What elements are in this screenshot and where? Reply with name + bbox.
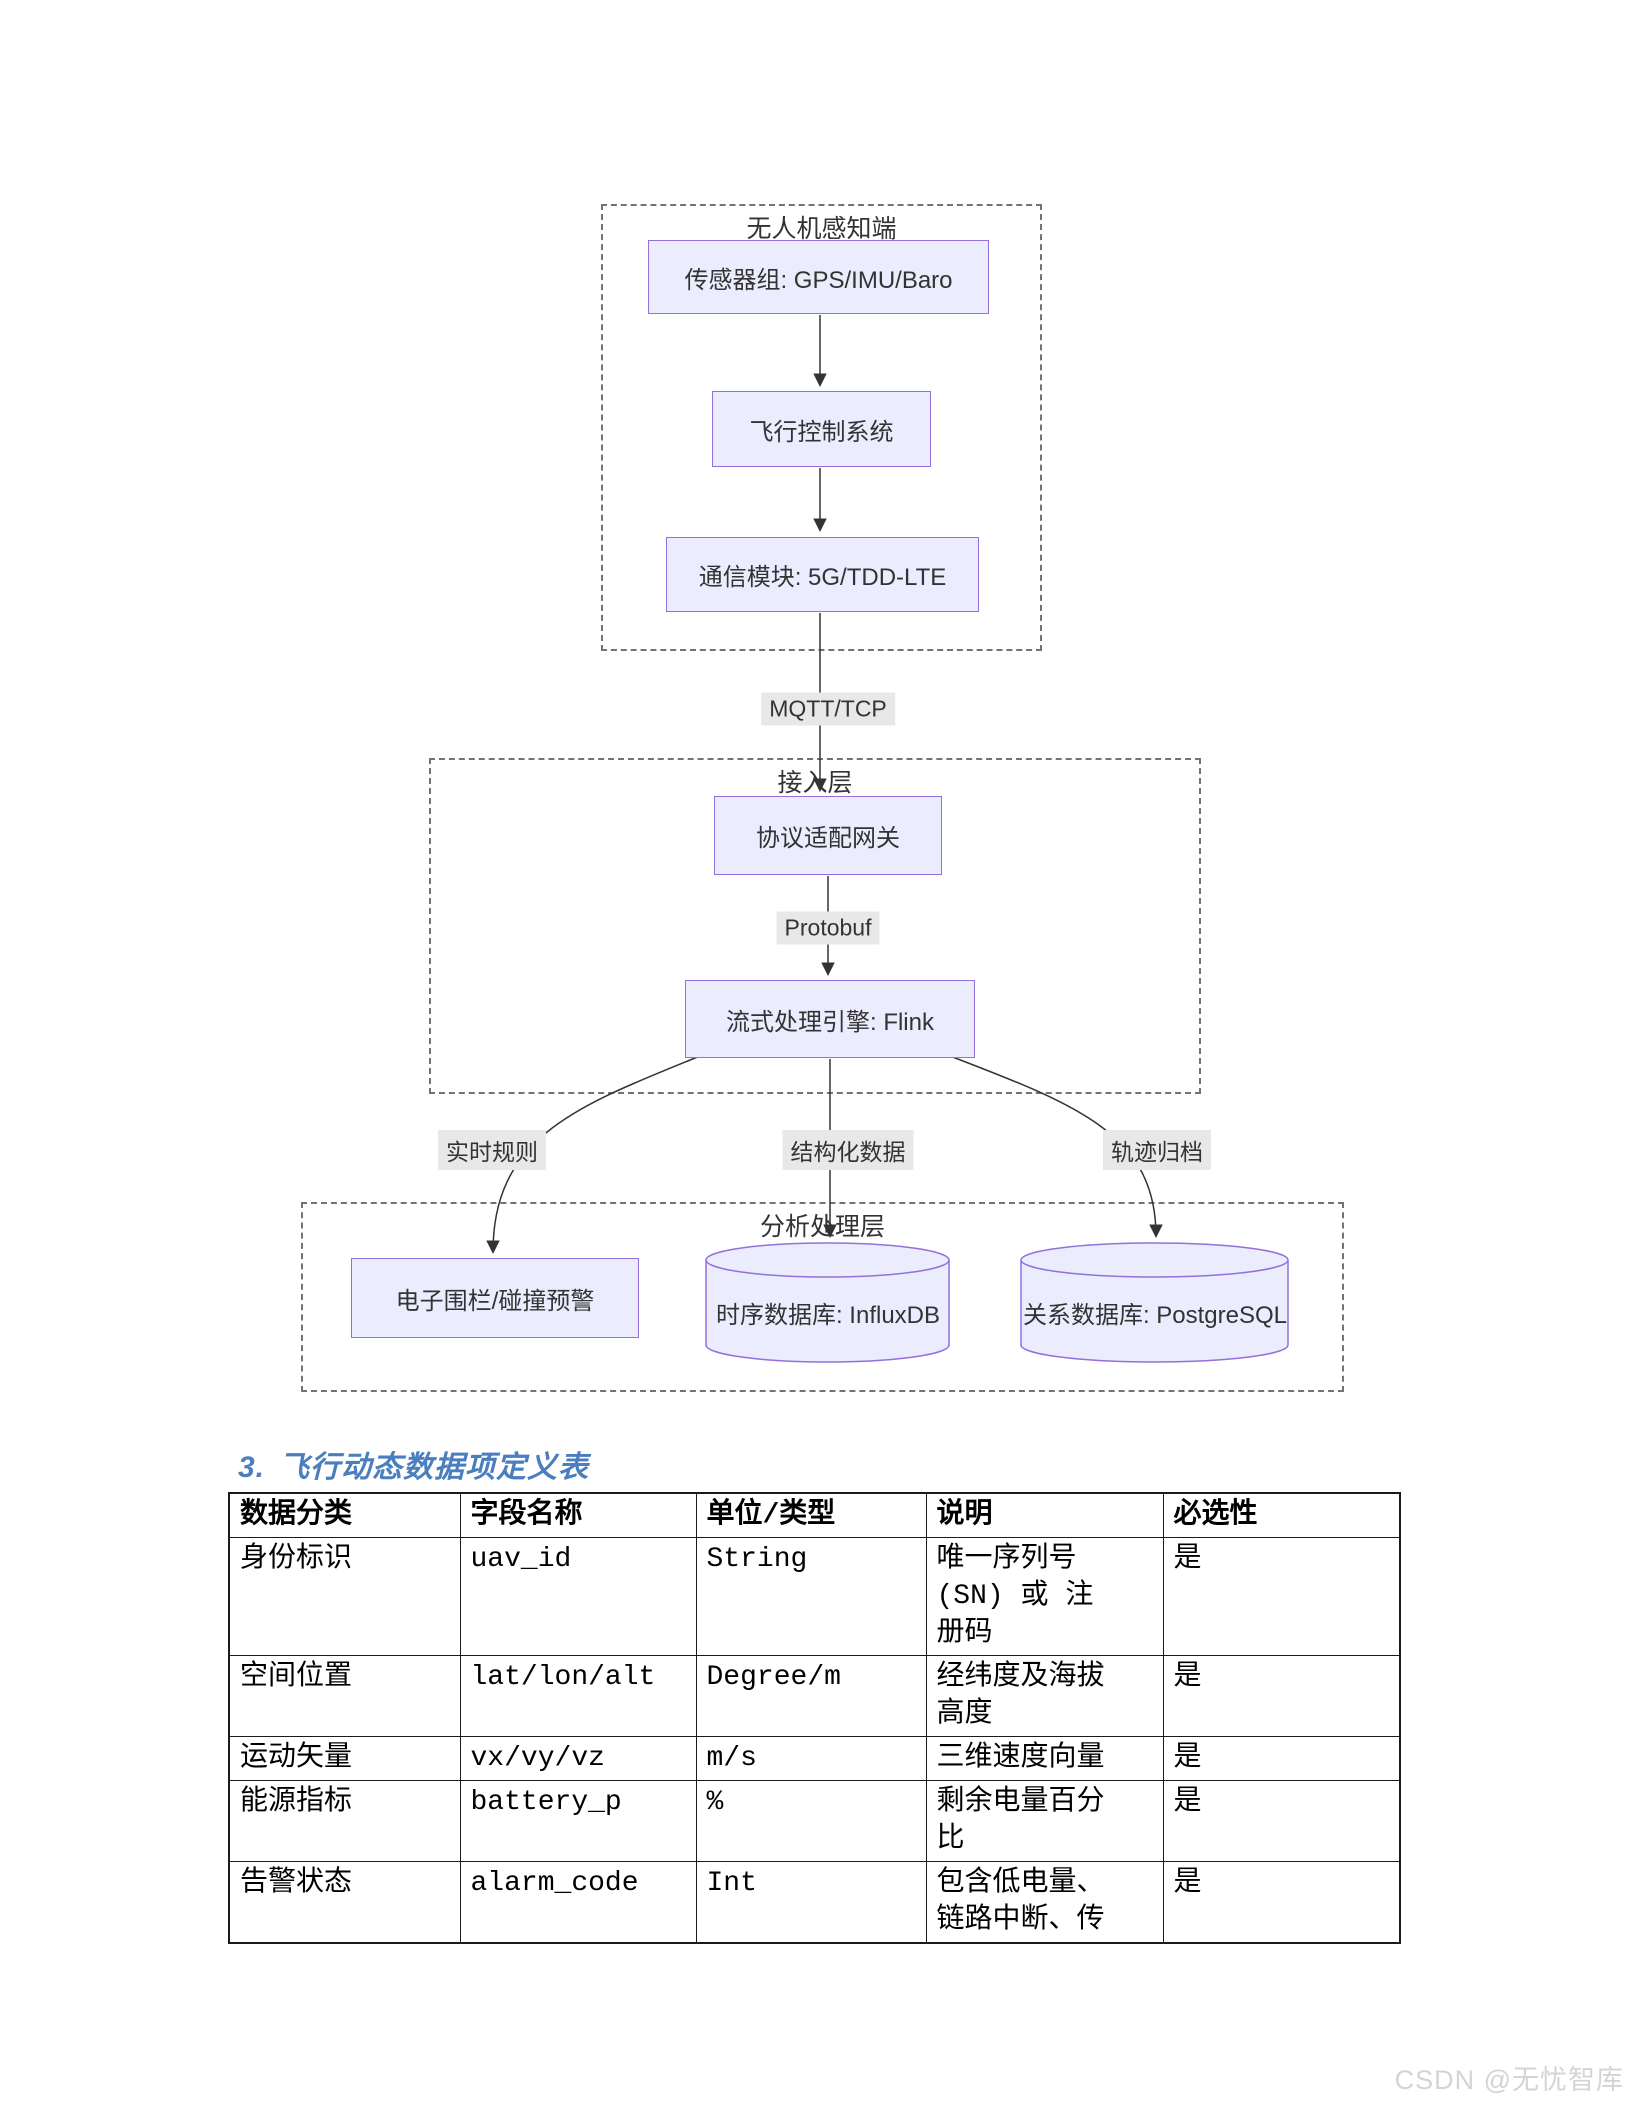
cell-description: 剩余电量百分比 bbox=[925, 1780, 1164, 1862]
cell-field: alarm_code bbox=[459, 1861, 697, 1944]
col-header-unit-type: 单位/类型 bbox=[695, 1492, 927, 1538]
node-postgresql-label: 关系数据库: PostgreSQL bbox=[1022, 1301, 1288, 1329]
cell-unit-type: Int bbox=[695, 1861, 927, 1944]
cell-required: 是 bbox=[1162, 1861, 1401, 1944]
cell-description: 唯一序列号 (SN) 或 注册码 bbox=[925, 1537, 1164, 1656]
cell-field: vx/vy/vz bbox=[459, 1736, 697, 1781]
cell-unit-type: % bbox=[695, 1780, 927, 1862]
col-header-required: 必选性 bbox=[1162, 1492, 1401, 1538]
edge-label-realtime-rules: 实时规则 bbox=[438, 1130, 546, 1170]
cell-field: battery_p bbox=[459, 1780, 697, 1862]
cell-category: 告警状态 bbox=[228, 1861, 461, 1944]
cell-category: 身份标识 bbox=[228, 1537, 461, 1656]
node-comm-module: 通信模块: 5G/TDD-LTE bbox=[666, 537, 979, 612]
cell-category: 空间位置 bbox=[228, 1655, 461, 1737]
cell-required: 是 bbox=[1162, 1655, 1401, 1737]
csdn-watermark: CSDN @无忧智库 bbox=[1394, 2065, 1624, 2095]
table-row: 身份标识 uav_id String 唯一序列号 (SN) 或 注册码 是 bbox=[228, 1537, 1401, 1656]
table-row: 告警状态 alarm_code Int 包含低电量、链路中断、传 是 bbox=[228, 1861, 1401, 1944]
cell-required: 是 bbox=[1162, 1537, 1401, 1656]
node-influxdb-label: 时序数据库: InfluxDB bbox=[715, 1301, 941, 1329]
flight-data-definition-table: 数据分类 字段名称 单位/类型 说明 必选性 身份标识 uav_id Strin… bbox=[228, 1492, 1401, 1944]
cell-description: 包含低电量、链路中断、传 bbox=[925, 1861, 1164, 1944]
node-gateway: 协议适配网关 bbox=[714, 796, 942, 875]
table-row: 运动矢量 vx/vy/vz m/s 三维速度向量 是 bbox=[228, 1736, 1401, 1781]
cluster-access-layer: 接入层 bbox=[429, 758, 1201, 1094]
edge-label-track-archive: 轨迹归档 bbox=[1103, 1130, 1211, 1170]
col-header-category: 数据分类 bbox=[228, 1492, 461, 1538]
edge-label-mqtt-tcp: MQTT/TCP bbox=[761, 692, 895, 726]
cluster-uav-sensing: 无人机感知端 bbox=[601, 204, 1042, 651]
cell-unit-type: String bbox=[695, 1537, 927, 1656]
edge-label-protobuf: Protobuf bbox=[776, 911, 880, 945]
table-row: 能源指标 battery_p % 剩余电量百分比 是 bbox=[228, 1780, 1401, 1862]
node-flight-control: 飞行控制系统 bbox=[712, 391, 931, 467]
cell-required: 是 bbox=[1162, 1780, 1401, 1862]
cell-category: 运动矢量 bbox=[228, 1736, 461, 1781]
edge-label-structured-data: 结构化数据 bbox=[782, 1130, 914, 1170]
node-sensor-group: 传感器组: GPS/IMU/Baro bbox=[648, 240, 989, 314]
table-header-row: 数据分类 字段名称 单位/类型 说明 必选性 bbox=[228, 1492, 1401, 1538]
table-row: 空间位置 lat/lon/alt Degree/m 经纬度及海拔高度 是 bbox=[228, 1655, 1401, 1737]
node-geofence: 电子围栏/碰撞预警 bbox=[351, 1258, 639, 1338]
section-heading-number: 3. bbox=[238, 1451, 266, 1484]
col-header-description: 说明 bbox=[925, 1492, 1164, 1538]
col-header-field: 字段名称 bbox=[459, 1492, 697, 1538]
cluster-access-layer-title: 接入层 bbox=[777, 769, 853, 797]
cluster-analysis-layer: 分析处理层 bbox=[301, 1202, 1344, 1392]
cell-field: lat/lon/alt bbox=[459, 1655, 697, 1737]
cell-unit-type: m/s bbox=[695, 1736, 927, 1781]
section-heading-title: 飞行动态数据项定义表 bbox=[279, 1451, 590, 1484]
cell-description: 三维速度向量 bbox=[925, 1736, 1164, 1781]
cell-field: uav_id bbox=[459, 1537, 697, 1656]
node-flink: 流式处理引擎: Flink bbox=[685, 980, 975, 1058]
cell-unit-type: Degree/m bbox=[695, 1655, 927, 1737]
cell-description: 经纬度及海拔高度 bbox=[925, 1655, 1164, 1737]
cluster-uav-sensing-title: 无人机感知端 bbox=[746, 215, 897, 243]
cluster-analysis-layer-title: 分析处理层 bbox=[759, 1213, 885, 1241]
section-heading: 3. 飞行动态数据项定义表 bbox=[238, 1442, 589, 1486]
cell-category: 能源指标 bbox=[228, 1780, 461, 1862]
cell-required: 是 bbox=[1162, 1736, 1401, 1781]
